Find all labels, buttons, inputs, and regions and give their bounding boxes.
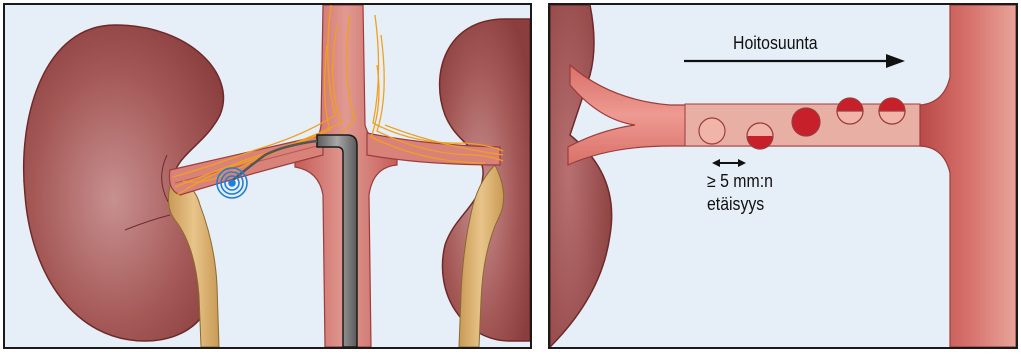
direction-arrow	[684, 54, 905, 68]
left-panel-anatomy	[3, 3, 532, 349]
spacing-arrow	[712, 159, 746, 167]
treatment-direction-label: Hoitosuunta	[733, 33, 818, 54]
spacing-label-line2: etäisyys	[707, 194, 764, 215]
anatomy-illustration	[5, 5, 530, 347]
ablation-energy-icon	[217, 168, 247, 198]
treatment-illustration	[550, 5, 1016, 347]
kidney-edge	[550, 5, 612, 347]
right-panel-treatment: Hoitosuunta ≥ 5 mm:n etäisyys	[548, 3, 1018, 349]
aorta	[920, 5, 1016, 347]
spacing-label-line1: ≥ 5 mm:n	[707, 171, 773, 192]
